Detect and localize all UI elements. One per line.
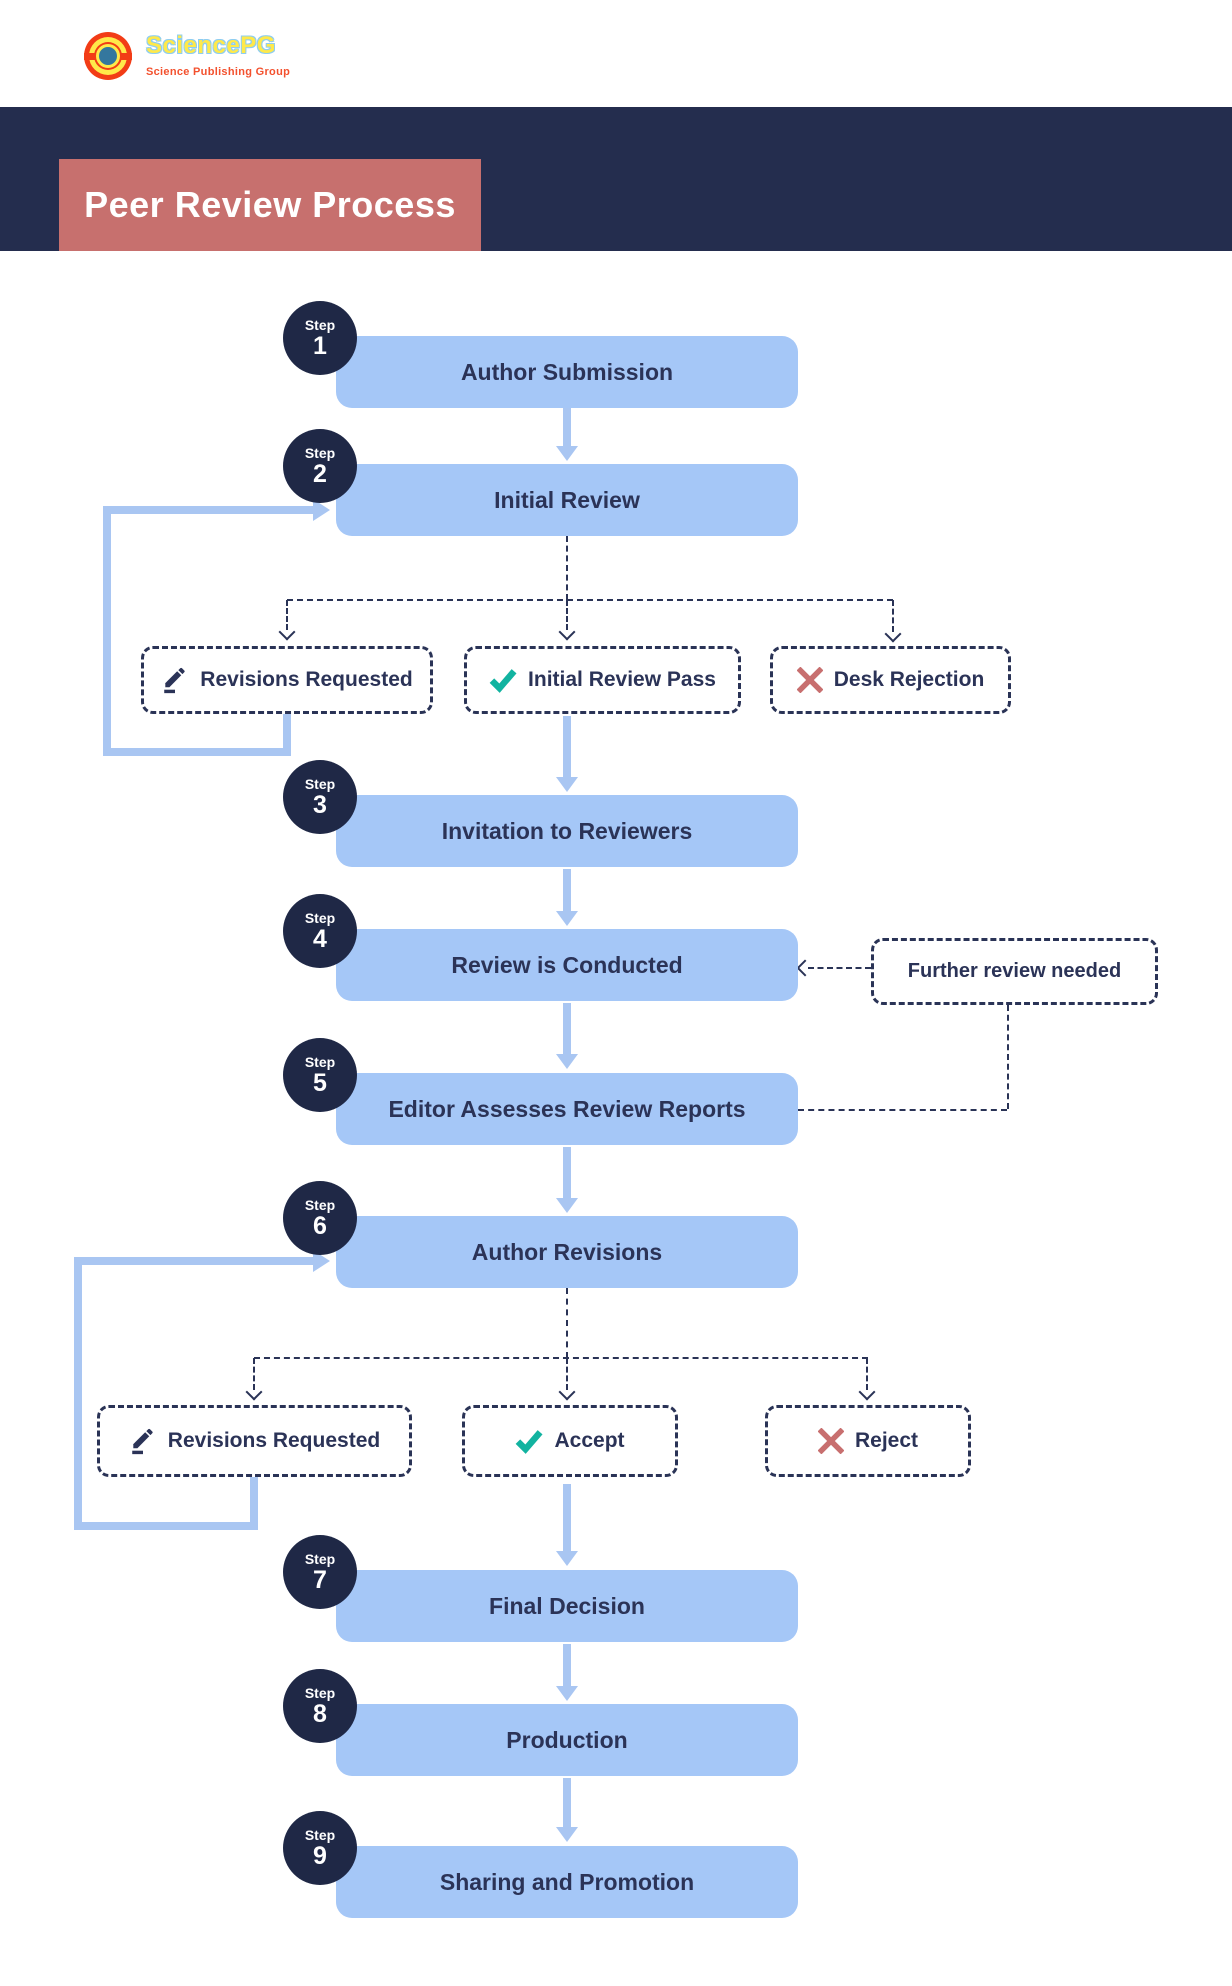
outcome-label: Revisions Requested [167,1429,381,1452]
step-badge-8: Step 8 [283,1669,357,1743]
step-box-author-submission: Author Submission [336,336,798,408]
outcome-label: Desk Rejection [833,668,985,691]
dashed-arrowhead-down-icon [858,1383,876,1401]
step-badge-2: Step 2 [283,429,357,503]
sciencepg-logo: SciencePG Science Publishing Group [84,30,484,90]
x-icon [817,1428,844,1454]
outcome-revisions-requested-2: Revisions Requested [97,1405,412,1477]
dashed-connector [866,1358,868,1390]
outcome-initial-review-pass: Initial Review Pass [464,646,741,714]
outcome-desk-rejection: Desk Rejection [770,646,1011,714]
outcome-accept: Accept [462,1405,678,1477]
dashed-connector [1007,1005,1009,1109]
dashed-arrowhead-down-icon [558,1383,576,1401]
step-box-initial-review: Initial Review [336,464,798,536]
outcome-reject: Reject [765,1405,971,1477]
outcome-label: Accept [554,1429,625,1452]
dashed-connector [566,1288,568,1358]
dashed-connector [892,600,894,632]
step-box-review-is-conducted: Review is Conducted [336,929,798,1001]
dashed-connector [808,967,871,969]
outcome-label: Reject [854,1429,919,1452]
dashed-connector [798,1109,1007,1111]
loop-line [103,506,313,514]
step-badge-1: Step 1 [283,301,357,375]
loop-line [74,1257,82,1530]
arrow-down-icon [556,869,578,926]
loop-arrowhead-right-icon [313,499,330,521]
outcome-label: Initial Review Pass [528,668,716,691]
loop-arrowhead-right-icon [313,1250,330,1272]
arrow-down-icon [556,1644,578,1701]
brand-subtitle: Science Publishing Group [146,66,291,78]
step-badge-3: Step 3 [283,760,357,834]
step-box-sharing-and-promotion: Sharing and Promotion [336,1846,798,1918]
dashed-connector [287,599,893,601]
loop-line [74,1257,313,1265]
step-badge-5: Step 5 [283,1038,357,1112]
further-review-note: Further review needed [871,938,1158,1005]
dashed-connector [566,1358,568,1390]
step-badge-6: Step 6 [283,1181,357,1255]
step-box-author-revisions: Author Revisions [336,1216,798,1288]
dashed-arrowhead-down-icon [884,625,902,643]
dashed-connector [286,600,288,630]
check-icon [489,669,517,693]
dashed-connector [566,536,568,600]
step-box-final-decision: Final Decision [336,1570,798,1642]
dashed-arrowhead-down-icon [245,1383,263,1401]
step-box-editor-assesses-review-reports: Editor Assesses Review Reports [336,1073,798,1145]
step-box-invitation-to-reviewers: Invitation to Reviewers [336,795,798,867]
arrow-down-icon [556,408,578,461]
outcome-label: Revisions Requested [200,668,413,691]
loop-line [74,1522,258,1530]
arrow-down-icon [556,1778,578,1842]
step-badge-9: Step 9 [283,1811,357,1885]
dashed-connector [566,600,568,630]
step-badge-4: Step 4 [283,894,357,968]
x-icon [796,667,823,693]
note-label: Further review needed [907,960,1122,982]
loop-line [250,1477,258,1530]
page-title: Peer Review Process [59,159,481,251]
pencil-icon [164,667,185,694]
sciencepg-logo-icon [84,32,132,80]
arrow-down-icon [556,1003,578,1069]
arrow-down-icon [556,1147,578,1213]
loop-line [103,506,111,756]
step-badge-7: Step 7 [283,1535,357,1609]
dashed-arrowhead-left-icon [796,959,814,977]
loop-line [103,748,291,756]
pencil-icon [132,1428,153,1455]
brand-name: SciencePG [146,32,276,59]
loop-line [283,714,291,756]
dashed-arrowhead-down-icon [278,623,296,641]
step-box-production: Production [336,1704,798,1776]
outcome-revisions-requested-1: Revisions Requested [141,646,433,714]
arrow-down-icon [556,1484,578,1566]
dashed-connector [254,1357,868,1359]
check-icon [516,1430,543,1454]
dashed-connector [253,1358,255,1390]
dashed-arrowhead-down-icon [558,623,576,641]
arrow-down-icon [556,716,578,792]
